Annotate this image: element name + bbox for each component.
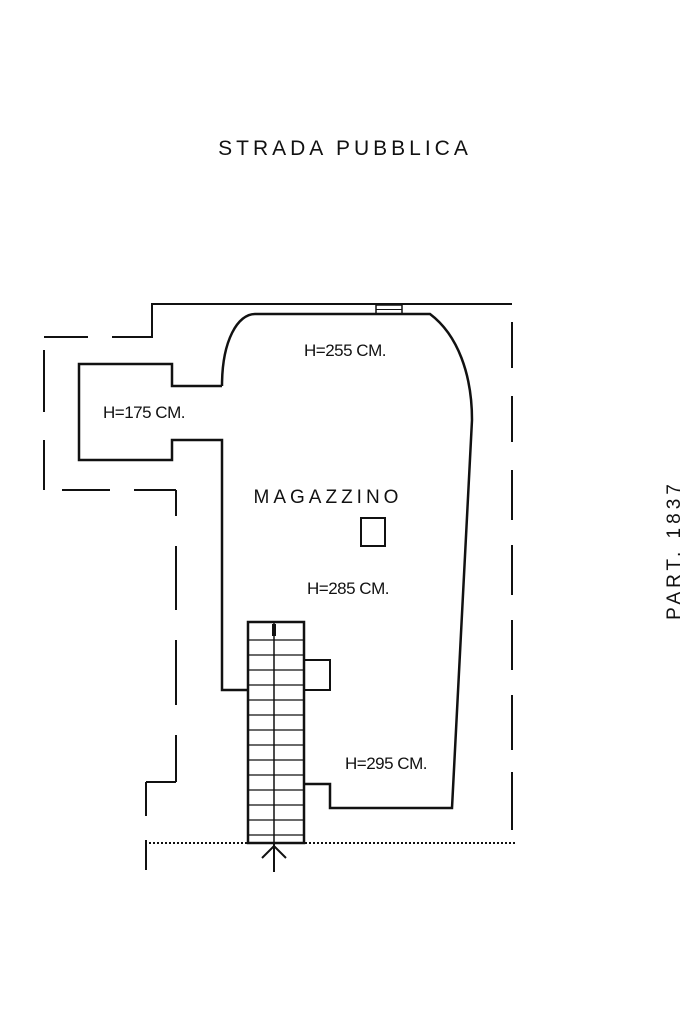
boundary-dashed	[43, 322, 513, 870]
alcove-outline	[77, 362, 248, 692]
parcel-label: PART. 1837	[664, 480, 683, 620]
niche	[304, 659, 331, 691]
height-label-bottom: H=295 CM.	[345, 754, 427, 773]
staircase	[246, 620, 306, 872]
room-outline	[220, 312, 474, 810]
height-label-center: H=285 CM.	[307, 579, 389, 598]
height-label-top: H=255 CM.	[304, 341, 386, 360]
property-boundary	[112, 303, 515, 844]
pillar	[360, 517, 386, 547]
height-label-alcove: H=175 CM.	[103, 403, 185, 422]
street-label: STRADA PUBBLICA	[218, 137, 472, 160]
room-name: MAGAZZINO	[254, 487, 403, 508]
